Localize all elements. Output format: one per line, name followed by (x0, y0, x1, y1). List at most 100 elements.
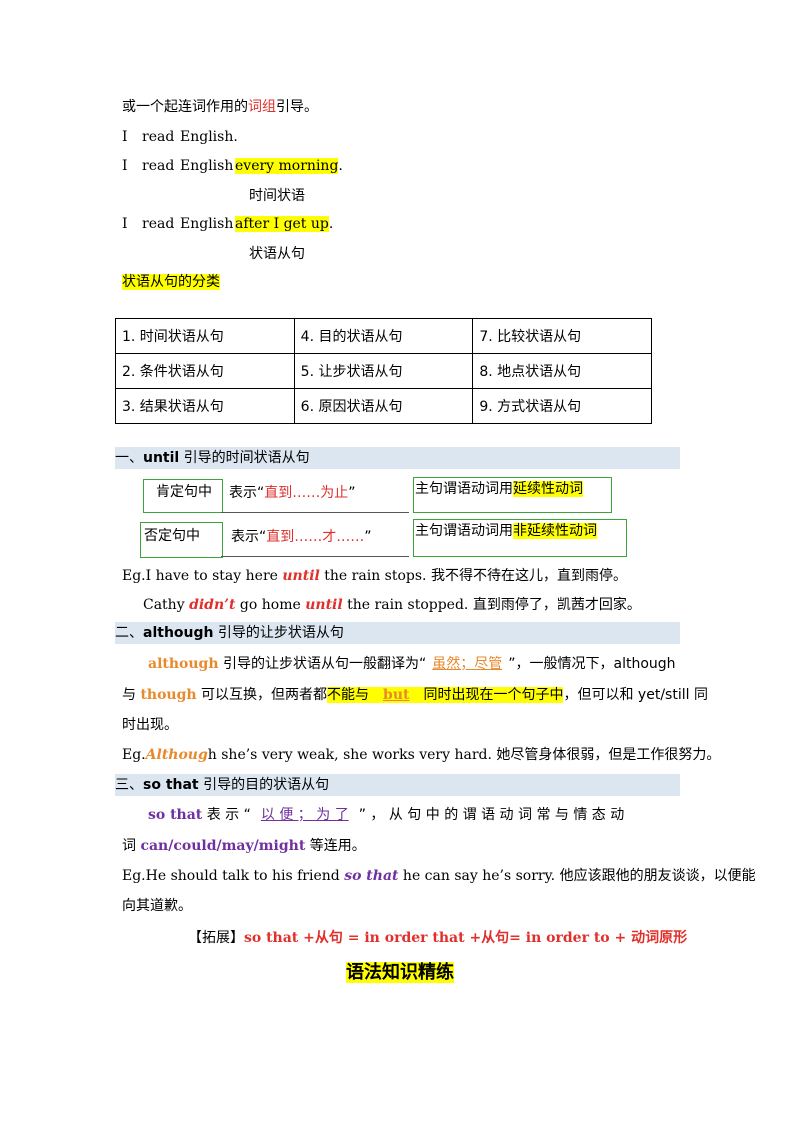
eg2-part-b: go home (235, 597, 306, 613)
negative-description: 表示“直到……才……” (231, 527, 372, 547)
s3-p2-keyword: can/could/may/might (140, 838, 306, 854)
section-3-eg: Eg.He should talk to his friend so that … (122, 866, 756, 886)
ex2-word-1: I (122, 158, 128, 174)
section-3-heading: 三、so that 引导的目的状语从句 (115, 774, 680, 796)
neg-rule-highlight: 非延续性动词 (513, 523, 597, 539)
table-cell: 1. 时间状语从句 (115, 318, 295, 354)
section-3-prefix: 三、 (115, 777, 143, 793)
pos-desc-red: 直到……为止 (264, 485, 349, 501)
section-2-keyword: although (143, 625, 214, 641)
s2-p2-part-c: ，但可以和 yet/still 同 (563, 687, 708, 703)
section-2-heading: 二、although 引导的让步状语从句 (115, 622, 680, 644)
positive-label-box (143, 479, 223, 513)
section-1-prefix: 一、 (115, 450, 143, 466)
positive-underline (221, 512, 409, 513)
section-3-title: 引导的目的状语从句 (198, 777, 330, 793)
ex2-note: 时间状语 (249, 188, 305, 204)
pos-desc-prefix: 表示“ (229, 485, 265, 501)
section-3-eg-continued: 向其道歉。 (122, 898, 192, 914)
s2-p2-blank: but (369, 687, 424, 703)
table-cell: 7. 比较状语从句 (472, 318, 652, 354)
s2-p1-part-a: 引导的让步状语从句一般翻译为“ (218, 656, 427, 672)
s3-p1-part-b: ” ， 从 句 中 的 谓 语 动 词 常 与 情 态 动 (358, 807, 625, 823)
section-3-para-2: 词 can/could/may/might 等连用。 (122, 836, 366, 856)
section-2-para-3: 时出现。 (122, 717, 178, 733)
s3-eg-part-b: he can say he’s sorry. 他应该跟他的朋友谈谈，以便能 (398, 868, 756, 884)
neg-rule-prefix: 主句谓语动词用 (415, 523, 513, 539)
section-3-keyword: so that (143, 777, 199, 793)
section-1-eg-1: Eg.I have to stay here until the rain st… (122, 566, 627, 586)
s2-eg-keyword: Althoug (145, 747, 208, 763)
s3-p1-part-a: 表 示 “ (202, 807, 251, 823)
intro-suffix: 引导。 (276, 99, 318, 115)
eg2-part-c: the rain stopped. 直到雨停了，凯茜才回家。 (342, 597, 641, 613)
s2-p1-blank: 虽然；尽管 (432, 656, 503, 672)
table-row: 2. 条件状语从句 5. 让步状语从句 8. 地点状语从句 (115, 353, 652, 389)
positive-label: 肯定句中 (156, 484, 212, 500)
s2-p2-keyword: though (140, 687, 197, 703)
ex1-word-3: English. (180, 129, 238, 145)
neg-desc-prefix: 表示“ (231, 529, 267, 545)
negative-rule-box (413, 519, 627, 557)
section-1-keyword: until (143, 450, 180, 466)
s3-p1-blank: 以 便 ； 为 了 (260, 807, 349, 823)
extension-bracket: 【拓展】 (188, 930, 244, 946)
table-row: 3. 结果状语从句 6. 原因状语从句 9. 方式状语从句 (115, 388, 652, 424)
s2-p1-keyword: although (148, 656, 219, 672)
s2-eg-part-a: Eg. (122, 747, 146, 763)
pos-desc-suffix: ” (348, 485, 356, 501)
table-cell: 3. 结果状语从句 (115, 388, 295, 424)
s3-eg-part-a: Eg.He should talk to his friend (122, 868, 345, 884)
s3-eg-keyword: so that (344, 868, 399, 884)
ex2-dot: . (338, 158, 343, 174)
extension-note: 【拓展】so that +从句 = in order that +从句= in … (188, 928, 687, 948)
ex3-note: 状语从句 (249, 246, 305, 262)
eg1-part-b: the rain stops. 我不得不待在这儿，直到雨停。 (319, 568, 627, 584)
section-2-eg: Eg.Although she’s very weak, she works v… (122, 745, 720, 765)
section-3-para-1: so that 表 示 “以 便 ； 为 了” ， 从 句 中 的 谓 语 动 … (148, 805, 624, 825)
classification-heading-text: 状语从句的分类 (122, 274, 220, 290)
eg2-keyword-2: until (305, 597, 343, 613)
neg-desc-suffix: ” (364, 529, 372, 545)
classification-heading: 状语从句的分类 (122, 272, 220, 292)
neg-desc-red: 直到……才…… (266, 529, 365, 545)
ex3-highlight: after I get up (235, 216, 329, 232)
negative-rule: 主句谓语动词用非延续性动词 (415, 521, 597, 541)
pos-rule-prefix: 主句谓语动词用 (415, 481, 513, 497)
s2-eg-part-b: h she’s very weak, she works very hard. … (207, 747, 721, 763)
table-row: 1. 时间状语从句 4. 目的状语从句 7. 比较状语从句 (115, 318, 652, 354)
table-cell: 6. 原因状语从句 (293, 388, 474, 424)
ex1-word-1: I (122, 129, 128, 145)
table-cell: 4. 目的状语从句 (293, 318, 474, 354)
positive-rule-box (413, 477, 612, 513)
eg2-keyword-1: didn’t (189, 597, 236, 613)
eg1-part-a: Eg.I have to stay here (122, 568, 283, 584)
ex3-word-2: read (142, 216, 175, 232)
intro-line: 或一个起连词作用的词组引导。 (122, 97, 318, 117)
s2-p1-part-b: ”，一般情况下，although (508, 656, 676, 672)
ex2-highlight: every morning (235, 158, 339, 174)
eg2-part-a: Cathy (143, 597, 190, 613)
positive-description: 表示“直到……为止” (229, 483, 356, 503)
table-cell: 5. 让步状语从句 (293, 353, 474, 389)
footer-title-text: 语法知识精练 (346, 962, 454, 983)
s2-p2-highlight-1: 不能与 (327, 687, 370, 703)
section-2-prefix: 二、 (115, 625, 143, 641)
table-cell: 8. 地点状语从句 (472, 353, 652, 389)
section-2-para-1: although 引导的让步状语从句一般翻译为“ 虽然；尽管 ”，一般情况下，alt… (148, 654, 676, 674)
ex2-word-3: English (180, 158, 234, 174)
s3-p2-part-b: 等连用。 (305, 838, 366, 854)
positive-rule: 主句谓语动词用延续性动词 (415, 479, 583, 499)
section-1-heading: 一、until 引导的时间状语从句 (115, 447, 680, 469)
eg1-keyword: until (282, 568, 320, 584)
negative-underline (221, 556, 409, 557)
intro-prefix: 或一个起连词作用的 (122, 99, 248, 115)
extension-text: so that +从句 = in order that +从句= in orde… (244, 930, 688, 946)
table-cell: 9. 方式状语从句 (472, 388, 652, 424)
footer-title: 语法知识精练 (0, 958, 800, 984)
ex2-word-2: read (142, 158, 175, 174)
